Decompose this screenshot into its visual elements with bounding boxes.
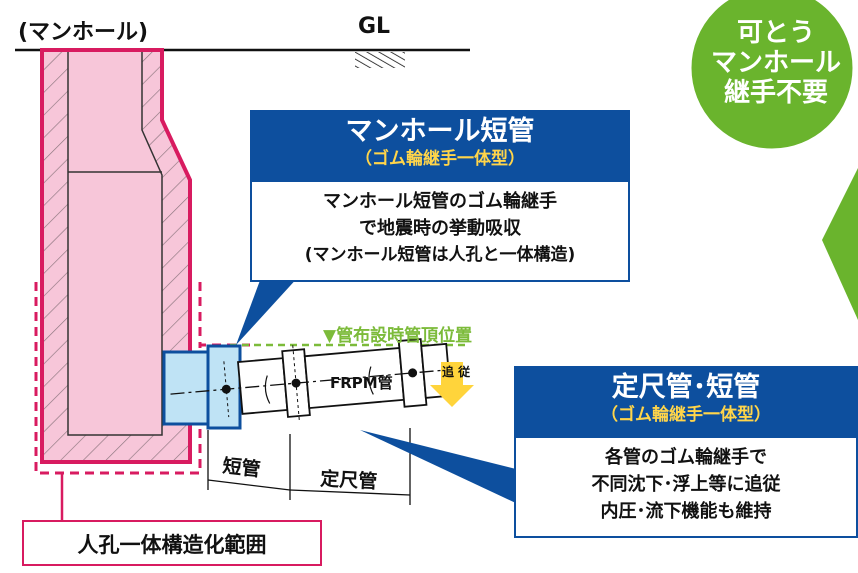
badge-circle — [688, 0, 856, 152]
pipe-top-label: ▼管布設時管頂位置 — [323, 325, 472, 346]
standard-pipe-subtitle: （ゴム輪継手一体型） — [601, 405, 771, 425]
follow-label: 追 従 — [442, 364, 471, 379]
manhole-joint — [162, 350, 210, 426]
badge-line-1: 可とう — [736, 18, 815, 48]
standard-pipe-body: 各管のゴム輪継手で 不同沈下･浮上等に追従 内圧･流下機能も維持 — [514, 438, 858, 538]
manhole-pipe-header: マンホール短管 （ゴム輪継手一体型） — [250, 110, 630, 182]
flexible-joint-badge: 可とう マンホール 継手不要 — [694, 0, 858, 150]
manhole-pipe-line-1: マンホール短管のゴム輪継手 — [323, 191, 557, 212]
badge-line-2: マンホール — [710, 48, 841, 78]
standard-pipe-line-2: 不同沈下･浮上等に追従 — [591, 474, 781, 495]
manhole-pipe-body: マンホール短管のゴム輪継手 で地震時の挙動吸収 (マンホール短管は人孔と一体構造… — [250, 182, 630, 282]
manhole-structure — [40, 48, 192, 464]
manhole-pipe-title: マンホール短管 — [345, 116, 535, 147]
integrated-range-label: 人孔一体構造化範囲 — [22, 520, 322, 566]
standard-pipe-label: 定尺管 — [320, 467, 378, 493]
frpm-label: FRPM管 — [330, 374, 393, 392]
pipe-assembly — [170, 338, 470, 423]
callout-pointer-pipe — [360, 430, 520, 505]
manhole-pipe-line-3: (マンホール短管は人孔と一体構造) — [304, 245, 576, 265]
standard-pipe-line-1: 各管のゴム輪継手で — [605, 447, 767, 468]
dimension-lines — [207, 428, 411, 505]
standard-pipe-line-3: 内圧･流下機能も維持 — [600, 501, 772, 522]
manhole-pipe-line-2: で地震時の挙動吸収 — [359, 218, 521, 239]
manhole-pipe-subtitle: （ゴム輪継手一体型） — [355, 149, 525, 169]
ground-hatch — [355, 52, 405, 68]
badge-line-3: 継手不要 — [723, 78, 828, 108]
callout-pointer-manhole — [236, 275, 300, 345]
follow-arrow — [430, 362, 474, 407]
gl-label: GL — [358, 14, 391, 39]
manhole-title: (マンホール) — [18, 20, 149, 45]
green-chevron — [822, 168, 858, 320]
standard-pipe-title: 定尺管･短管 — [611, 372, 761, 403]
standard-pipe-header: 定尺管･短管 （ゴム輪継手一体型） — [514, 366, 858, 438]
short-pipe-label: 短管 — [221, 454, 261, 481]
